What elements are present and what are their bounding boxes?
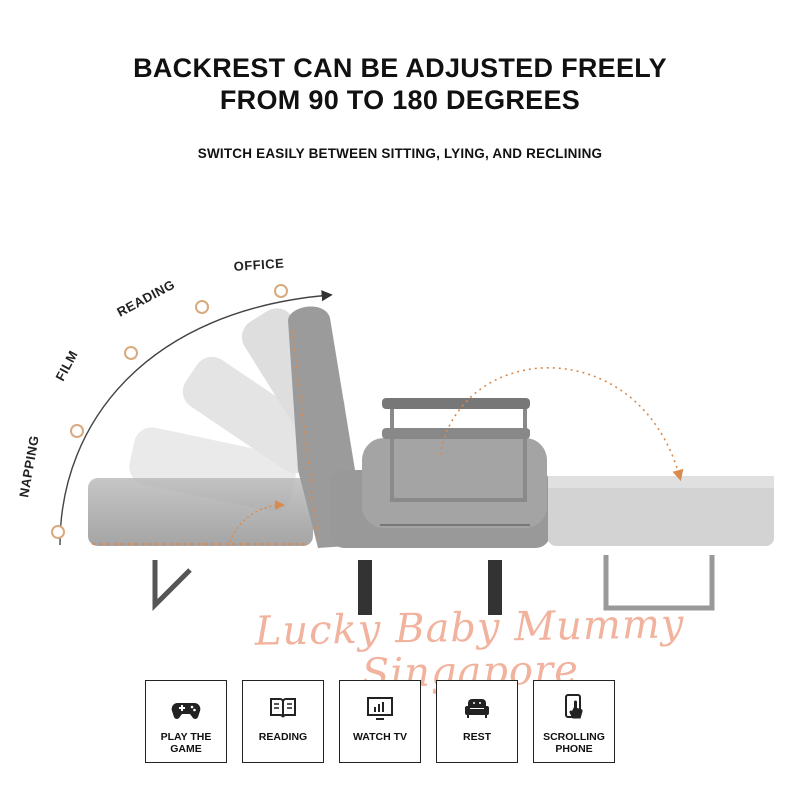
headline: BACKREST CAN BE ADJUSTED FREELY FROM 90 … [0,52,800,116]
headline-line-1: BACKREST CAN BE ADJUSTED FREELY [133,53,667,83]
phone-icon [565,694,583,719]
tv-icon [367,697,393,720]
feature-label-game: PLAY THE GAME [160,731,212,755]
left-mattress [88,478,313,546]
feature-label-tv: WATCH TV [352,731,408,743]
leg-2 [488,560,502,615]
sofa-bed-illustration: OFFICE READING FILM NAPPING [16,255,774,615]
feature-icon-row: PLAY THE GAME READING WATCH TV REST [145,680,615,763]
arc-label-reading: READING [114,277,177,320]
sofa-icon [465,699,489,718]
arc-dot-reading [124,346,138,360]
folded-cushion [362,438,547,528]
feature-card-phone: SCROLLING PHONE [533,680,615,763]
gamepad-icon [171,702,201,719]
fold-leg-right [603,555,715,611]
headline-line-2: FROM 90 TO 180 DEGREES [219,85,581,115]
watermark-line-1: Lucky Baby Mummy [254,601,685,655]
feature-label-phone: SCROLLING PHONE [543,731,605,755]
subheadline: SWITCH EASILY BETWEEN SITTING, LYING, AN… [197,146,603,161]
feature-card-reading: READING [242,680,324,763]
arc-dot-film [70,424,84,438]
adjustment-arc [59,290,333,546]
feature-label-reading: READING [258,731,308,743]
fold-leg-left [152,560,192,612]
book-icon [270,698,296,718]
feature-card-game: PLAY THE GAME [145,680,227,763]
arc-label-napping: NAPPING [16,434,42,498]
feature-card-tv: WATCH TV [339,680,421,763]
feature-card-rest: REST [436,680,518,763]
right-mattress [548,476,774,546]
leg-1 [358,560,372,615]
feature-label-rest: REST [462,731,491,743]
arc-label-office: OFFICE [233,255,285,273]
arc-dot-napping [51,525,65,539]
arc-label-film: FILM [52,348,80,384]
arc-dot-office [274,284,288,298]
arc-dot-mid [195,300,209,314]
